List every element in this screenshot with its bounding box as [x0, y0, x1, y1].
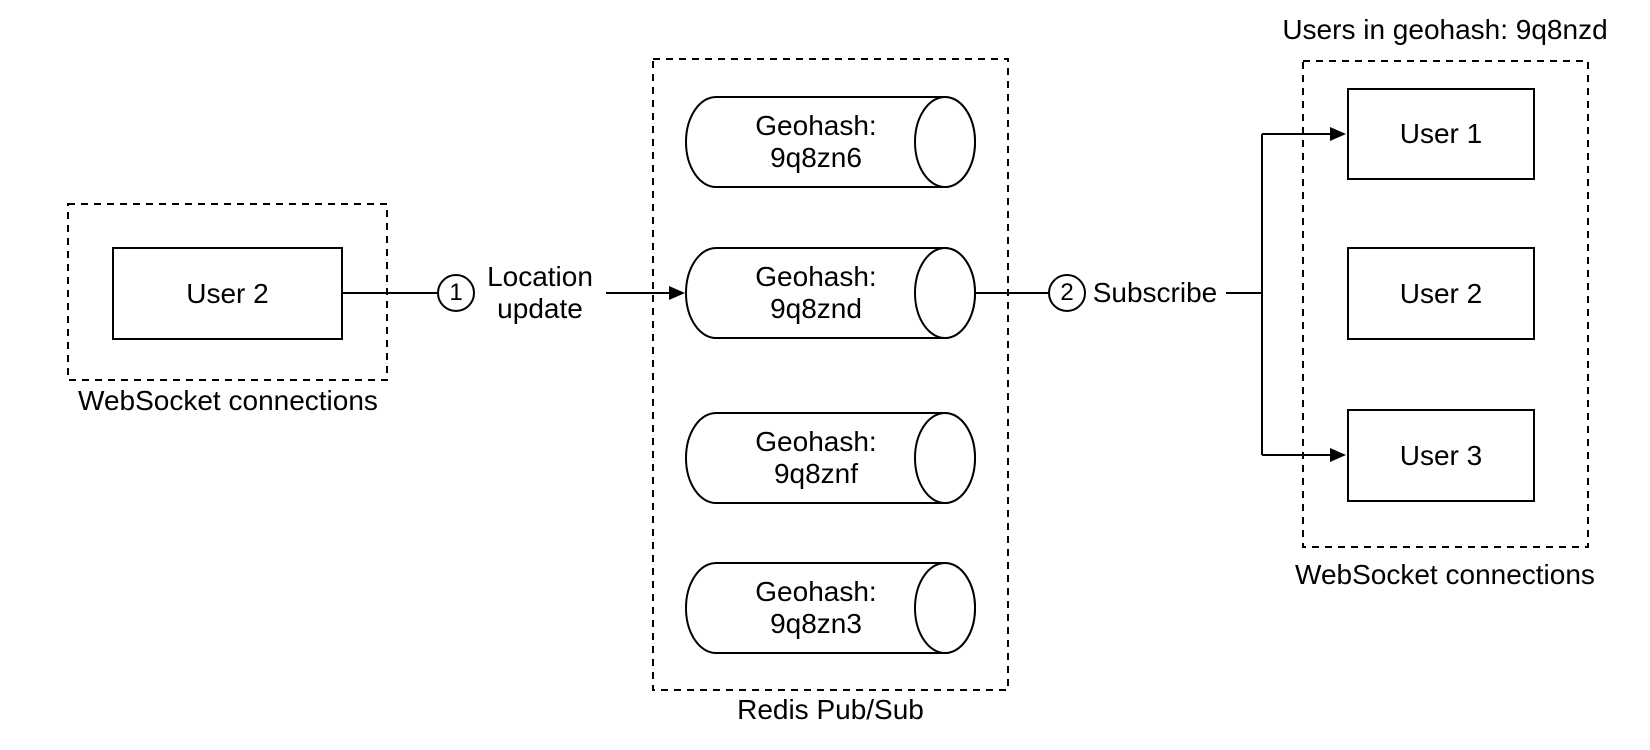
cylinder-4-label: Geohash: 9q8zn3: [701, 576, 931, 640]
badge-step-2: 2: [1048, 274, 1086, 312]
cylinder-3-label-line1: Geohash:: [755, 426, 877, 457]
right-group-title: Users in geohash: 9q8nzd: [1282, 14, 1608, 45]
cylinder-3-label: Geohash: 9q8znf: [701, 426, 931, 490]
cylinder-1-label-line2: 9q8zn6: [770, 142, 862, 173]
location-update-label: Location update: [487, 261, 593, 324]
left-group-label: WebSocket connections: [78, 385, 378, 416]
middle-group-border: [652, 58, 1009, 691]
cylinder-4-label-line1: Geohash:: [755, 576, 877, 607]
cylinder-3-label-line2: 9q8znf: [773, 458, 859, 489]
node-user2-left-label: User 2: [186, 277, 269, 309]
cylinder-1-label: Geohash: 9q8zn6: [701, 110, 931, 174]
subscribe-label: Subscribe: [1092, 277, 1218, 308]
node-user1-label: User 1: [1399, 118, 1483, 149]
user3-arrowhead: [1330, 448, 1346, 462]
user1-arrowhead: [1330, 127, 1346, 141]
right-group-label: WebSocket connections: [1295, 559, 1595, 590]
node-user3: User 3: [1347, 409, 1535, 502]
node-user2-left: User 2: [112, 247, 343, 340]
cylinder-cap: [914, 96, 976, 188]
cylinder-2-label-line1: Geohash:: [755, 261, 877, 292]
cylinder-geohash-9q8znf: [684, 412, 976, 504]
cylinder-geohash-9q8zn3: [684, 562, 976, 654]
middle-group-label: Redis Pub/Sub: [737, 694, 924, 725]
cylinder-cap: [914, 412, 976, 504]
badge-step-2-number: 2: [1060, 279, 1074, 306]
node-user2-right: User 2: [1347, 247, 1535, 340]
location-update-arrowhead: [669, 286, 685, 300]
badge-step-1: 1: [437, 274, 475, 312]
cylinder-geohash-9q8zn6: [684, 96, 976, 188]
node-user1: User 1: [1347, 88, 1535, 180]
cylinder-2-label-line2: 9q8znd: [770, 293, 862, 324]
cylinder-4-label-line2: 9q8zn3: [770, 608, 862, 639]
cylinder-cap: [914, 562, 976, 654]
cylinder-2-label: Geohash: 9q8znd: [701, 261, 931, 325]
badge-step-1-number: 1: [449, 279, 463, 306]
node-user2-right-label: User 2: [1399, 277, 1483, 309]
node-user3-label: User 3: [1399, 439, 1483, 471]
cylinder-1-label-line1: Geohash:: [755, 110, 877, 141]
right-group-border: [1302, 60, 1589, 548]
